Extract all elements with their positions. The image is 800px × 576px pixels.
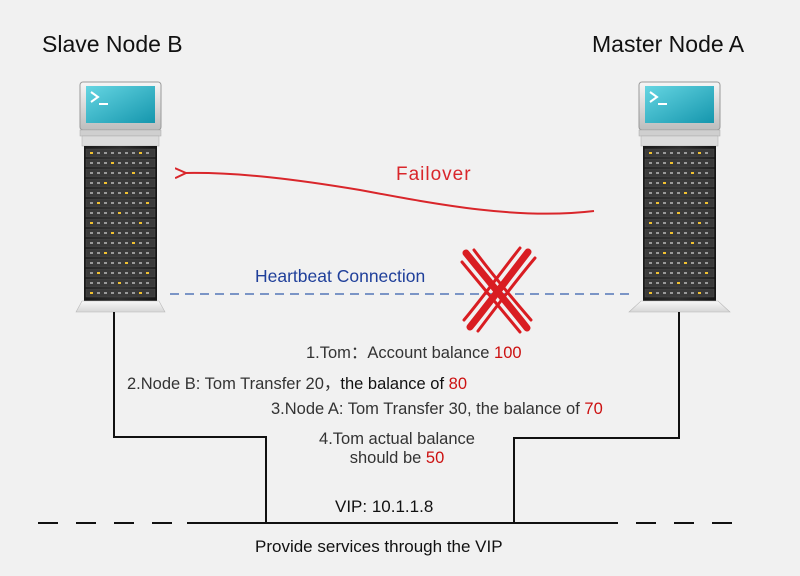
step-2-text: 2.Node B: Tom Transfer 20， [127,375,341,393]
failover-arrow-icon [185,173,595,215]
bottom-label: Provide services through the VIP [255,537,503,556]
failover-label: Failover [396,164,472,185]
terminal-monitor-icon [79,81,162,137]
master-node-base [628,300,731,313]
terminal-monitor-icon [638,81,721,137]
network-lines [113,312,680,523]
slave-node-title: Slave Node B [42,31,183,57]
step-2-mid: the balance of [340,375,449,393]
step-3: 3.Node A: Tom Transfer 30, the balance o… [271,400,603,419]
step-1-value: 100 [494,344,522,362]
step-4-line-2: should be 50 [298,449,496,468]
master-node-server [628,81,731,313]
step-2-value: 80 [448,375,467,393]
step-4: 4.Tom actual balance should be 50 [298,430,496,468]
step-3-text: 3.Node A: Tom Transfer 30, the balance o… [271,400,585,418]
slave-node-base [75,300,166,313]
server-rack-icon [640,135,719,301]
step-4-value: 50 [425,449,445,467]
step-2: 2.Node B: Tom Transfer 20，the balance of… [127,370,467,394]
slave-network-line [113,312,267,523]
failure-cross-icon [460,246,537,334]
server-rack-icon [81,135,160,301]
step-1: 1.Tom：Account balance 100 [306,339,522,363]
heartbeat-label: Heartbeat Connection [255,266,426,286]
step-4-line-1: 4.Tom actual balance [319,430,475,448]
master-node-title: Master Node A [592,31,745,57]
slave-node-server [75,81,166,313]
master-network-line [513,312,680,523]
step-4-text: should be [349,449,426,467]
step-1-text: 1.Tom：Account balance [306,344,495,362]
step-3-value: 70 [584,400,603,418]
vip-label: VIP: 10.1.1.8 [335,497,434,516]
